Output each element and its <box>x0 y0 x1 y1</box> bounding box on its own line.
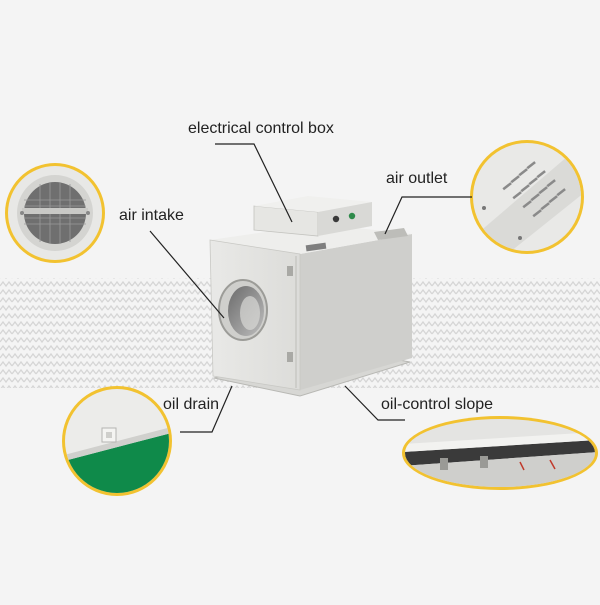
label-electrical-control-box: electrical control box <box>188 120 334 137</box>
leader-oil-drain <box>180 385 233 433</box>
control-box-side <box>318 202 372 236</box>
label-air-intake: air intake <box>119 207 184 224</box>
leader-oil-control-slope <box>344 385 405 421</box>
leader-lines <box>149 143 472 433</box>
outlet-flange <box>374 228 408 240</box>
control-switch-1 <box>332 215 340 223</box>
leader-electrical-control-box <box>215 143 293 223</box>
control-switch-2 <box>348 212 356 220</box>
control-box-top <box>254 196 372 212</box>
cabinet-top <box>210 224 412 254</box>
hinge-bottom <box>287 352 293 362</box>
label-oil-drain: oil drain <box>163 396 220 413</box>
leader-air-intake <box>149 230 225 319</box>
label-oil-control-slope: oil-control slope <box>381 396 494 413</box>
label-air-outlet: air outlet <box>386 170 448 187</box>
brand-badge <box>305 242 327 252</box>
cabinet-side <box>300 234 412 390</box>
callout-air-outlet-detail <box>470 140 584 254</box>
leader-air-outlet <box>384 196 472 235</box>
hinge-top <box>287 266 293 276</box>
callout-oil-control-slope-detail <box>402 416 598 490</box>
oil-mist-collector-unit <box>209 196 412 397</box>
callout-oil-drain-detail <box>62 386 172 496</box>
callout-air-intake-detail <box>5 163 105 263</box>
